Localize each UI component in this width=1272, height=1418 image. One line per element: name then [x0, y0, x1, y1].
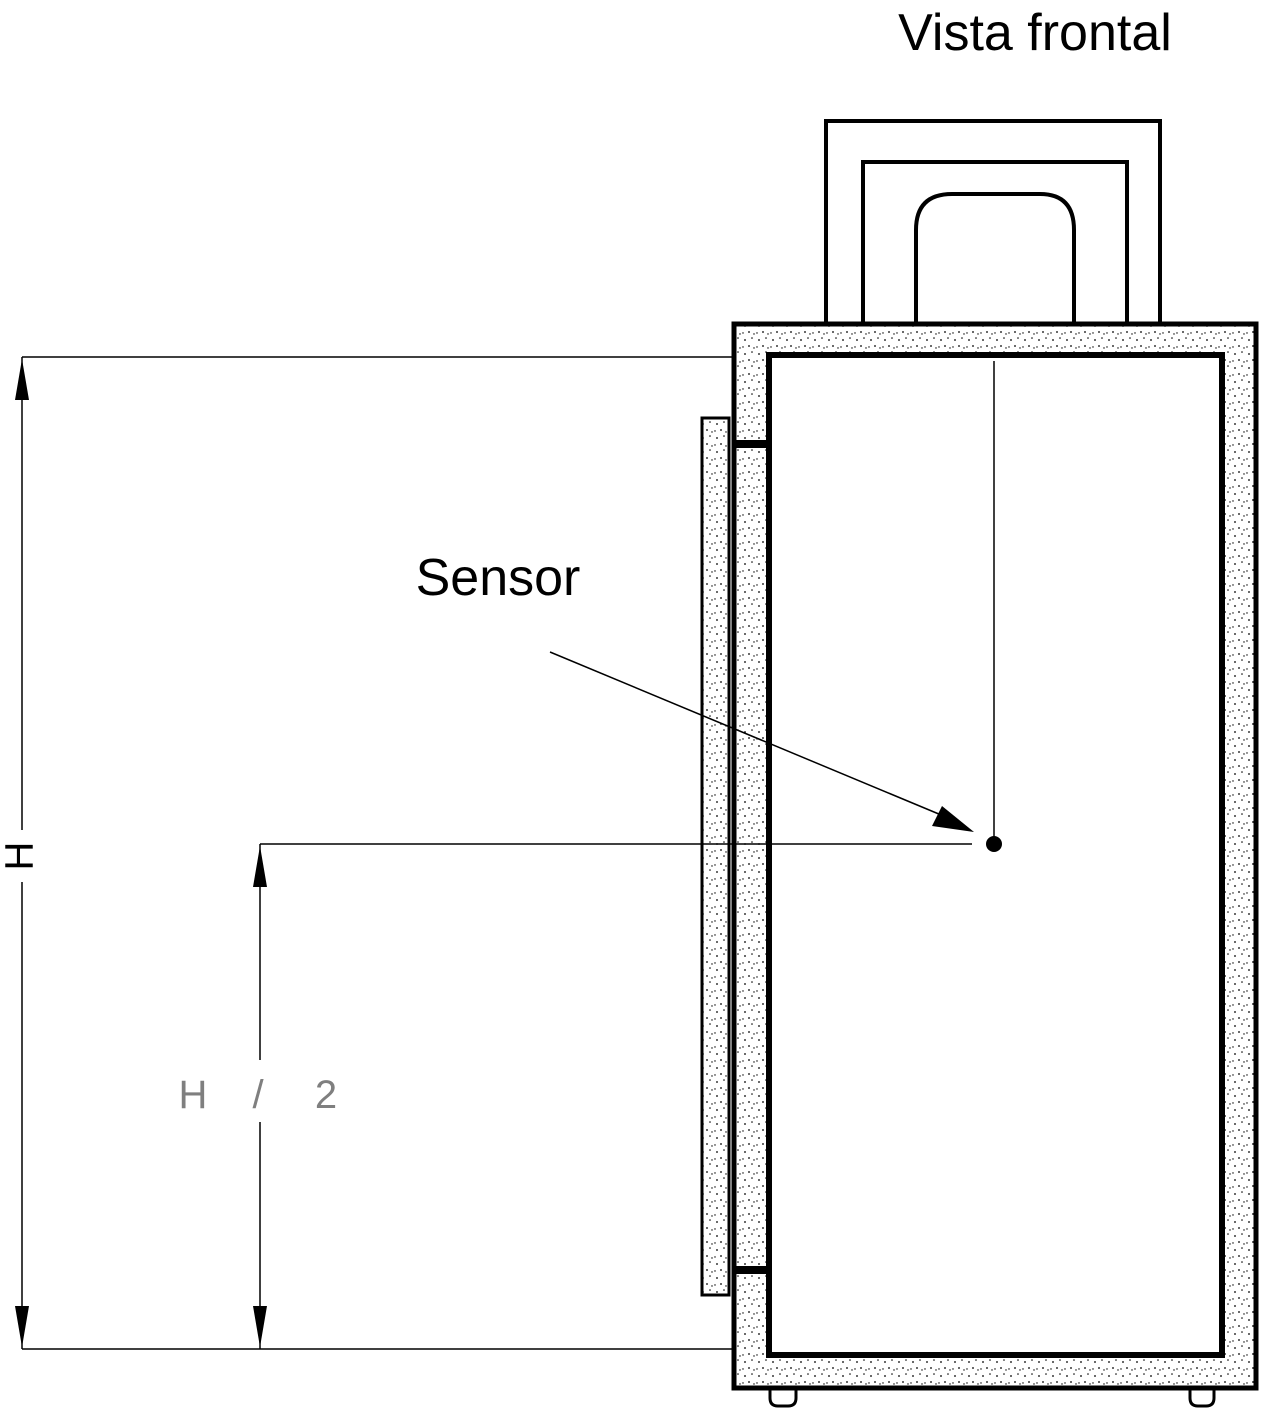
dimension-arrow-full-top [15, 359, 29, 400]
top-unit [824, 119, 1162, 326]
sensor-leader-line [549, 651, 959, 823]
dimension-label-full: H [0, 842, 42, 871]
dimension-label-half-2: 2 [315, 1073, 337, 1117]
sensor-label: Sensor [416, 549, 581, 607]
door-top-block [734, 440, 769, 448]
door-bottom-block [734, 1266, 769, 1274]
dimension-arrow-half-bottom [253, 1306, 267, 1347]
sensor-point [986, 836, 1002, 852]
cabinet [731, 321, 1259, 1408]
top-unit-inner [861, 160, 1129, 326]
dimension-label-half-slash: / [252, 1073, 264, 1117]
cabinet-inner-chamber [766, 352, 1225, 1358]
dimension-arrow-full-bottom [15, 1306, 29, 1347]
cabinet-foot-left [768, 1388, 798, 1408]
top-unit-outer [824, 119, 1162, 326]
dimension-full-height: H [0, 356, 734, 1350]
dimension-half-height: H / 2 [179, 843, 972, 1349]
dimension-arrow-half-top [253, 846, 267, 887]
sensor-leader-arrowhead [932, 806, 974, 832]
top-handle [914, 192, 1076, 324]
view-title: Vista frontal [898, 4, 1172, 62]
dimension-label-half-h: H [179, 1073, 208, 1117]
door-panel [700, 416, 731, 1297]
cabinet-foot-right [1188, 1388, 1216, 1408]
